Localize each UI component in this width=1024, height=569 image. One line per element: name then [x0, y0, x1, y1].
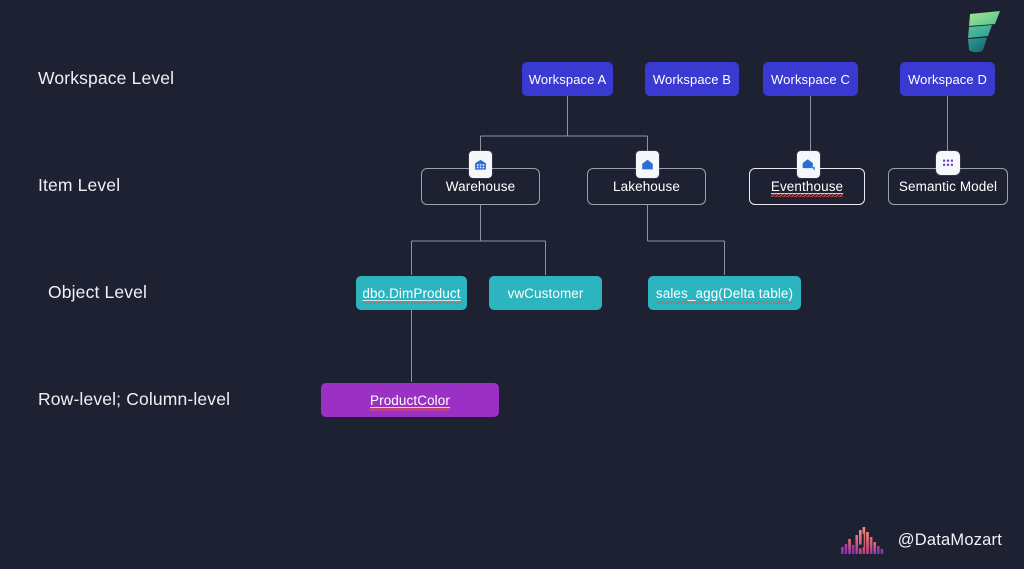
column-node-product-color-label: ProductColor: [370, 392, 450, 411]
lakehouse-icon: [636, 151, 659, 178]
item-node-warehouse-label: Warehouse: [445, 179, 516, 194]
workspace-node-c-label: Workspace C: [771, 71, 850, 87]
eventhouse-icon: [797, 151, 820, 178]
level-label-item: Item Level: [38, 175, 121, 195]
watermark: @DataMozart: [840, 525, 1002, 555]
item-node-lakehouse-label: Lakehouse: [613, 179, 680, 194]
microsoft-fabric-logo: [968, 11, 1000, 53]
level-label-object: Object Level: [48, 282, 148, 302]
semantic-model-icon: [936, 151, 960, 175]
object-node-dim-product[interactable]: dbo.DimProduct: [356, 276, 467, 310]
item-node-semantic-model-label: Semantic Model: [898, 179, 998, 194]
object-node-dim-product-label: dbo.DimProduct: [362, 285, 461, 304]
watermark-handle: @DataMozart: [897, 530, 1002, 549]
workspace-node-d[interactable]: Workspace D: [900, 62, 995, 96]
object-node-vw-customer-label: vwCustomer: [507, 285, 584, 301]
level-label-workspace: Workspace Level: [38, 68, 175, 88]
workspace-node-d-label: Workspace D: [908, 71, 987, 87]
workspace-node-b-label: Workspace B: [652, 71, 732, 87]
item-node-eventhouse-label: Eventhouse: [770, 179, 844, 197]
workspace-node-a-label: Workspace A: [528, 71, 607, 87]
workspace-node-c[interactable]: Workspace C: [763, 62, 858, 96]
warehouse-icon: [469, 151, 492, 178]
object-node-sales-agg-label: sales_agg(Delta table): [655, 285, 794, 304]
column-node-product-color[interactable]: ProductColor: [321, 383, 499, 417]
datamozart-equalizer-logo: [840, 527, 883, 554]
workspace-node-a[interactable]: Workspace A: [522, 62, 613, 96]
object-node-vw-customer[interactable]: vwCustomer: [489, 276, 602, 310]
level-label-row-column: Row-level; Column-level: [38, 389, 231, 409]
workspace-node-b[interactable]: Workspace B: [645, 62, 739, 96]
object-node-sales-agg[interactable]: sales_agg(Delta table): [648, 276, 801, 310]
